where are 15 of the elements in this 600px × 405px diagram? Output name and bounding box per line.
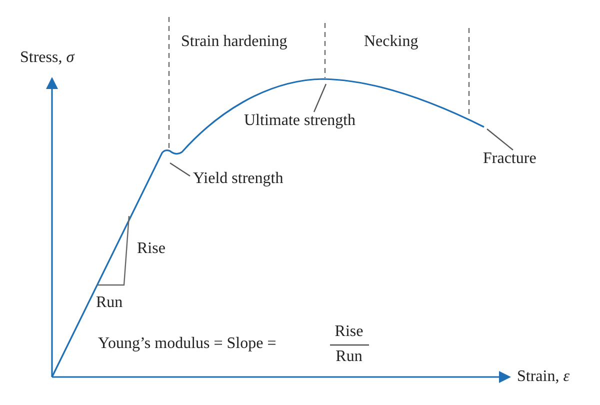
callout-label: Fracture: [483, 150, 536, 168]
formula-text: Young’s modulus = Slope =: [98, 335, 276, 353]
rise-label: Rise: [137, 240, 166, 258]
region-label: Strain hardening: [181, 33, 288, 51]
callout-label: Ultimate strength: [244, 112, 356, 130]
leader-line: [170, 162, 190, 176]
denominator: Run: [336, 348, 362, 366]
leader-line: [486, 128, 514, 150]
run-label: Run: [96, 294, 123, 312]
numerator: Rise: [334, 323, 364, 341]
axis-label: Stress, σ: [20, 49, 74, 67]
callout-label: Yield strength: [193, 170, 284, 188]
region-label: Necking: [364, 33, 418, 51]
axis-label: Strain, ε: [517, 368, 570, 386]
leader-line: [313, 84, 327, 112]
